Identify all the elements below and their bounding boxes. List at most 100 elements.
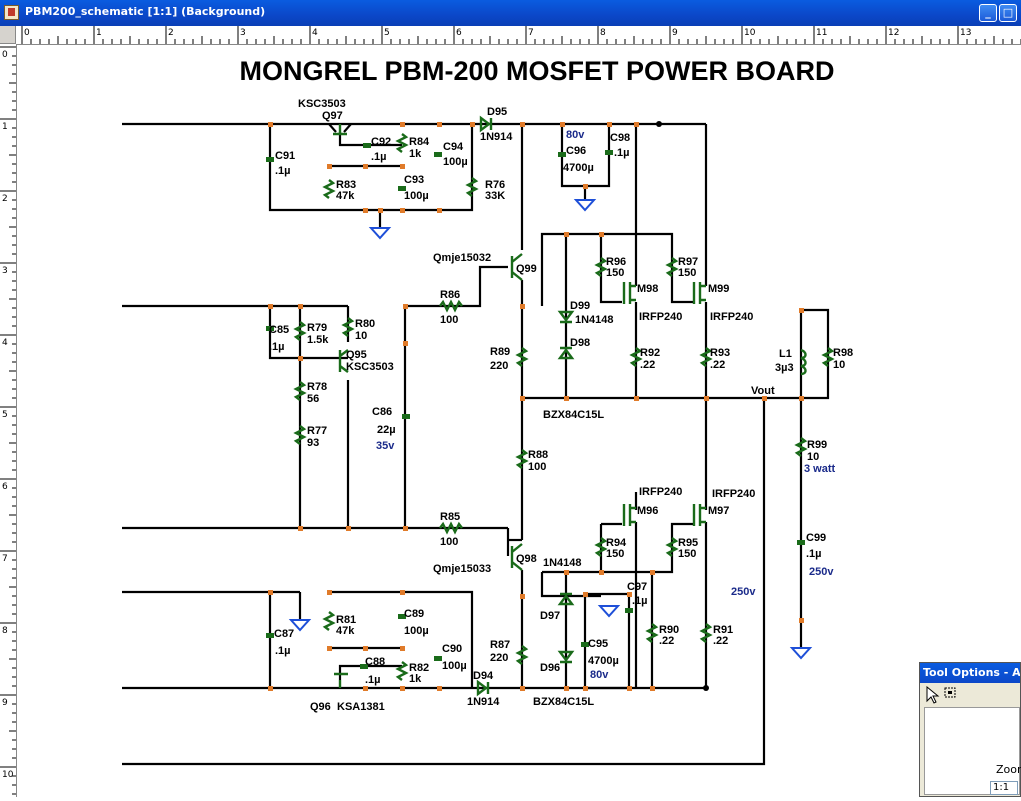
svg-text:56: 56 xyxy=(307,393,319,405)
svg-text:100: 100 xyxy=(440,314,458,326)
ruler-label: 11 xyxy=(816,28,827,38)
svg-text:100: 100 xyxy=(440,536,458,548)
junction-nodes xyxy=(268,121,804,691)
svg-text:M96: M96 xyxy=(637,505,658,517)
window-titlebar: PBM200_schematic [1:1] (Background) _ □ xyxy=(0,0,1021,26)
svg-text:C96: C96 xyxy=(566,145,586,157)
tool-icons xyxy=(924,685,960,704)
svg-text:KSA1381: KSA1381 xyxy=(337,701,385,713)
svg-text:R97: R97 xyxy=(678,256,698,268)
svg-text:150: 150 xyxy=(678,267,696,279)
svg-text:M99: M99 xyxy=(708,283,729,295)
svg-text:R80: R80 xyxy=(355,318,375,330)
svg-text:R91: R91 xyxy=(713,624,733,636)
svg-text:10: 10 xyxy=(355,330,367,342)
svg-text:Q95: Q95 xyxy=(346,349,367,361)
ruler-label: 2 xyxy=(168,28,174,38)
svg-text:R81: R81 xyxy=(336,614,356,626)
svg-text:R84: R84 xyxy=(409,136,430,148)
svg-text:R98: R98 xyxy=(833,347,853,359)
svg-text:BZX84C15L: BZX84C15L xyxy=(533,696,594,708)
svg-text:C94: C94 xyxy=(443,141,464,153)
svg-text:R76: R76 xyxy=(485,179,505,191)
components xyxy=(266,115,835,697)
svg-text:100: 100 xyxy=(528,461,546,473)
svg-text:1N4148: 1N4148 xyxy=(543,557,582,569)
svg-text:10: 10 xyxy=(807,451,819,463)
maximize-button[interactable]: □ xyxy=(999,4,1017,22)
ruler-label: 3 xyxy=(240,28,246,38)
ruler-label: 1 xyxy=(96,28,102,38)
svg-text:R99: R99 xyxy=(807,439,827,451)
svg-text:1.5k: 1.5k xyxy=(307,334,329,346)
ruler-corner xyxy=(0,26,16,44)
svg-text:1N914: 1N914 xyxy=(467,696,500,708)
svg-text:47k: 47k xyxy=(336,625,355,637)
svg-text:Q98: Q98 xyxy=(516,553,537,565)
ruler-label: 12 xyxy=(888,28,899,38)
ruler-label: 9 xyxy=(672,28,678,38)
svg-text:IRFP240: IRFP240 xyxy=(639,486,682,498)
svg-text:93: 93 xyxy=(307,437,319,449)
svg-text:C88: C88 xyxy=(365,656,385,668)
svg-text:C99: C99 xyxy=(806,532,826,544)
ruler-label: 5 xyxy=(2,410,8,420)
svg-text:35v: 35v xyxy=(376,440,395,452)
svg-text:C87: C87 xyxy=(274,628,294,640)
tool-options-title[interactable]: Tool Options - Arr xyxy=(920,663,1020,683)
svg-text:10: 10 xyxy=(833,359,845,371)
ruler-label: 2 xyxy=(2,194,8,204)
svg-text:150: 150 xyxy=(606,548,624,560)
svg-text:BZX84C15L: BZX84C15L xyxy=(543,409,604,421)
svg-text:D97: D97 xyxy=(540,610,560,622)
selection-tool-icon[interactable] xyxy=(944,687,956,698)
svg-text:C98: C98 xyxy=(610,132,630,144)
svg-text:.1µ: .1µ xyxy=(269,341,285,353)
zoom-input[interactable]: 1:1 xyxy=(990,781,1018,795)
ruler-label: 13 xyxy=(960,28,971,38)
ruler-label: 1 xyxy=(2,122,8,132)
svg-text:3 watt: 3 watt xyxy=(804,463,836,475)
svg-text:4700µ: 4700µ xyxy=(563,162,594,174)
svg-text:D94: D94 xyxy=(473,670,494,682)
svg-text:R79: R79 xyxy=(307,322,327,334)
schematic-canvas[interactable]: .w { stroke:#000; stroke-width:2.2; fill… xyxy=(17,45,1021,797)
svg-text:100µ: 100µ xyxy=(443,156,468,168)
svg-text:C97: C97 xyxy=(627,581,647,593)
svg-text:.22: .22 xyxy=(659,635,674,647)
svg-text:Qmje15032: Qmje15032 xyxy=(433,252,491,264)
svg-text:.1µ: .1µ xyxy=(365,674,381,686)
svg-text:.1µ: .1µ xyxy=(614,147,630,159)
svg-text:KSC3503: KSC3503 xyxy=(298,98,346,110)
svg-text:.1µ: .1µ xyxy=(632,595,648,607)
svg-text:Qmje15033: Qmje15033 xyxy=(433,563,491,575)
svg-text:Q99: Q99 xyxy=(516,263,537,275)
minimize-button[interactable]: _ xyxy=(979,4,997,22)
svg-text:100µ: 100µ xyxy=(404,190,429,202)
svg-text:.1µ: .1µ xyxy=(371,151,387,163)
svg-text:Vout: Vout xyxy=(751,385,775,397)
svg-text:D95: D95 xyxy=(487,106,507,118)
svg-text:R86: R86 xyxy=(440,289,460,301)
ruler-label: 10 xyxy=(2,770,14,780)
svg-text:D98: D98 xyxy=(570,337,590,349)
zoom-label: Zoom xyxy=(996,763,1021,776)
svg-text:R83: R83 xyxy=(336,179,356,191)
svg-text:R90: R90 xyxy=(659,624,679,636)
svg-text:1N914: 1N914 xyxy=(480,131,513,143)
ruler-label: 8 xyxy=(2,626,8,636)
tool-options-panel: Tool Options - Arr Zoom 1:1 xyxy=(919,662,1021,797)
svg-text:R96: R96 xyxy=(606,256,626,268)
svg-text:R89: R89 xyxy=(490,346,510,358)
svg-text:R94: R94 xyxy=(606,537,627,549)
arrow-pointer-icon[interactable] xyxy=(926,685,940,704)
svg-text:R93: R93 xyxy=(710,347,730,359)
svg-text:R78: R78 xyxy=(307,381,327,393)
svg-text:IRFP240: IRFP240 xyxy=(639,311,682,323)
svg-text:80v: 80v xyxy=(590,669,609,681)
wires xyxy=(122,122,830,766)
